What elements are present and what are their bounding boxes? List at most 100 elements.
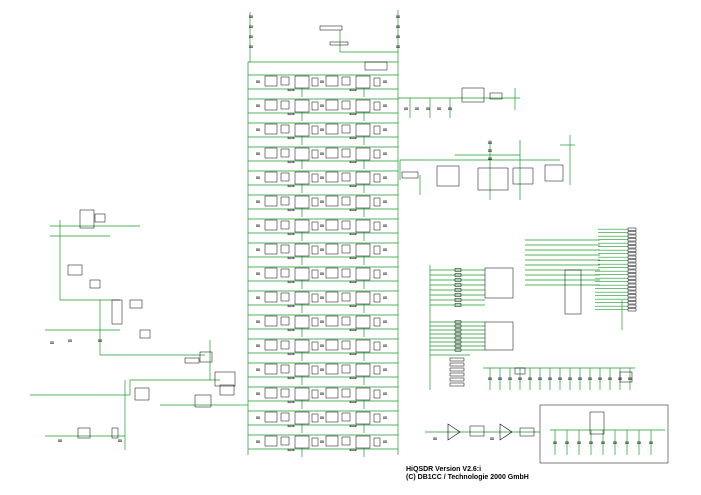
resistor <box>287 208 295 212</box>
resistor <box>349 304 357 308</box>
filter-block <box>373 197 381 207</box>
filter-block <box>341 364 351 374</box>
filter-block <box>280 412 290 422</box>
filter-stage-stack <box>264 75 381 449</box>
resistor <box>287 376 295 380</box>
filter-block <box>325 219 339 231</box>
component <box>194 394 212 408</box>
filter-block <box>373 173 381 183</box>
component <box>489 92 503 100</box>
relay-block <box>294 267 310 281</box>
component <box>454 332 462 336</box>
component <box>319 25 343 31</box>
filter-block <box>341 388 351 398</box>
filter-block <box>264 123 278 135</box>
component <box>627 266 637 270</box>
filter-block <box>311 125 319 135</box>
filter-block <box>280 124 290 134</box>
filter-block <box>264 195 278 207</box>
component <box>627 280 637 284</box>
relay-block <box>355 435 371 449</box>
filter-block <box>311 317 319 327</box>
filter-block <box>341 172 351 182</box>
filter-block <box>311 293 319 303</box>
filter-block <box>311 173 319 183</box>
filter-block <box>373 149 381 159</box>
component <box>589 411 605 435</box>
filter-block <box>325 147 339 159</box>
resistor <box>287 136 295 140</box>
filter-block <box>280 292 290 302</box>
relay-block <box>355 123 371 137</box>
relay-block <box>294 171 310 185</box>
filter-block <box>373 389 381 399</box>
component <box>454 320 462 324</box>
filter-block <box>311 437 319 447</box>
filter-block <box>311 269 319 279</box>
component <box>514 367 526 375</box>
filter-block <box>325 267 339 279</box>
component <box>436 165 460 187</box>
component <box>454 298 462 302</box>
filter-block <box>264 243 278 255</box>
component <box>89 279 101 289</box>
component <box>139 329 151 339</box>
filter-block <box>280 172 290 182</box>
component <box>67 264 83 276</box>
version-label: HiQSDR Version V2.6:i <box>406 466 482 473</box>
component <box>627 273 637 277</box>
component <box>454 340 462 344</box>
component <box>619 371 633 383</box>
filter-block <box>264 387 278 399</box>
filter-block <box>264 291 278 303</box>
filter-block <box>373 245 381 255</box>
component <box>449 382 465 387</box>
relay-block <box>294 411 310 425</box>
filter-block <box>311 245 319 255</box>
component <box>454 278 462 282</box>
component <box>564 269 582 315</box>
component <box>401 171 419 179</box>
component <box>454 288 462 292</box>
filter-block <box>280 76 290 86</box>
component <box>627 255 637 259</box>
relay-block <box>294 219 310 233</box>
filter-block <box>325 363 339 375</box>
title-block: HiQSDR Version V2.6:i (C) DB1CC / Techno… <box>406 466 529 482</box>
component <box>449 367 465 372</box>
filter-block <box>311 197 319 207</box>
component <box>219 384 235 396</box>
component <box>449 377 465 382</box>
component <box>449 362 465 367</box>
relay-block <box>355 195 371 209</box>
component <box>454 273 462 277</box>
filter-block <box>264 99 278 111</box>
resistor <box>349 232 357 236</box>
component <box>111 427 119 439</box>
resistor <box>349 328 357 332</box>
component <box>627 259 637 263</box>
component <box>627 241 637 245</box>
relay-block <box>355 411 371 425</box>
filter-block <box>325 339 339 351</box>
filter-block <box>341 340 351 350</box>
filter-block <box>325 387 339 399</box>
filter-block <box>325 171 339 183</box>
component <box>627 297 637 301</box>
filter-block <box>264 339 278 351</box>
filter-block <box>280 268 290 278</box>
filter-block <box>373 269 381 279</box>
components <box>50 15 653 452</box>
filter-block <box>341 316 351 326</box>
component <box>454 324 462 328</box>
component <box>461 87 485 103</box>
component <box>134 387 150 401</box>
filter-block <box>264 219 278 231</box>
filter-block <box>341 148 351 158</box>
resistor <box>349 424 357 428</box>
filter-block <box>280 148 290 158</box>
component <box>627 283 637 287</box>
filter-block <box>280 244 290 254</box>
component <box>484 321 514 351</box>
